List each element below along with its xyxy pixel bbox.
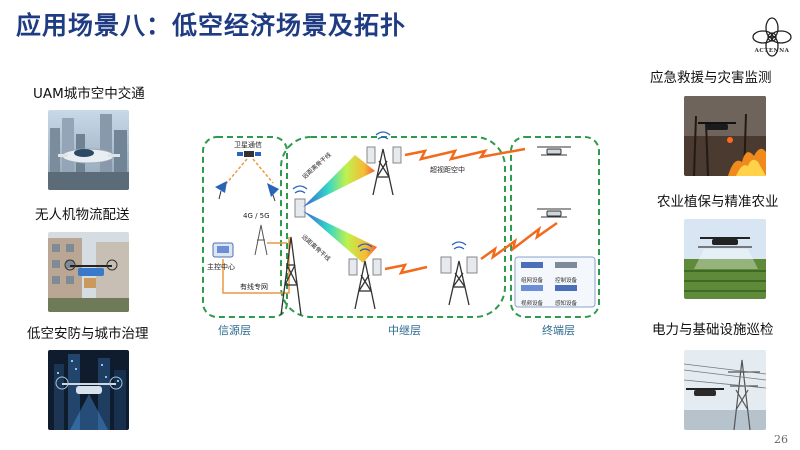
- actenna-logo-icon: [752, 17, 792, 57]
- video-device-label: 视频设备: [521, 301, 544, 307]
- satellite-dish-icon-right: [267, 183, 279, 202]
- relay-tower-left-icon: [280, 236, 302, 316]
- networking-device-label: 组网设备: [521, 278, 544, 284]
- satellite-label: 卫星通信: [234, 141, 262, 149]
- link-bolt-right: [480, 221, 558, 261]
- scenario-label-logistics: 无人机物流配送: [35, 207, 130, 223]
- control-center-label: 主控中心: [207, 263, 235, 271]
- delivery-drone-photo-icon: [48, 232, 129, 312]
- control-center-icon: [212, 242, 234, 258]
- source-layer-box: [202, 136, 288, 318]
- agri-drone-photo-icon: [684, 219, 766, 299]
- terminal-layer-label: 终端层: [542, 324, 575, 337]
- scenario-label-inspection: 电力与基础设施巡检: [652, 322, 774, 338]
- source-layer-label: 信源层: [218, 324, 251, 337]
- relay-tower-top-icon: [372, 148, 394, 196]
- satellite-dish-icon-left: [215, 181, 227, 200]
- scenario-label-emergency: 应急救援与灾害监测: [650, 70, 772, 86]
- cellular-label: 4G / 5G: [243, 212, 270, 220]
- cell-tower-icon-small: [254, 224, 268, 256]
- scenario-label-uam: UAM城市空中交通: [33, 86, 145, 102]
- device-panel: [514, 256, 596, 308]
- beam-top: [303, 155, 375, 207]
- fire-drone-photo-icon: [684, 96, 766, 176]
- relay-tower-bottom-icon: [354, 260, 376, 310]
- page-title: 应用场景八：低空经济场景及拓扑: [16, 11, 407, 40]
- drone-icon-top: [537, 146, 571, 156]
- flying-car-photo-icon: [48, 110, 129, 190]
- terminal-layer-box: [510, 136, 600, 318]
- topology-diagram: [202, 131, 600, 318]
- bvlos-label: 超视距空中: [430, 166, 465, 174]
- beam-bottom: [303, 211, 377, 263]
- wifi-icon-left: [292, 185, 308, 194]
- satellite-icon: [237, 151, 261, 157]
- relay-tower-right-icon: [448, 260, 470, 306]
- security-drone-photo-icon: [48, 350, 129, 430]
- sensing-device-label: 感知设备: [555, 301, 578, 307]
- logo-text: ACTENNA: [754, 48, 790, 54]
- drone-icon-mid: [537, 208, 571, 218]
- scenario-label-security: 低空安防与城市治理: [27, 326, 149, 342]
- scenario-label-agriculture: 农业植保与精准农业: [657, 194, 779, 210]
- page-number: 26: [774, 433, 788, 446]
- powerline-drone-photo-icon: [684, 350, 766, 430]
- relay-layer-label: 中继层: [388, 324, 421, 337]
- link-bolt-mid: [384, 263, 428, 275]
- relay-layer-box: [280, 136, 506, 318]
- link-bolt-top: [404, 147, 526, 161]
- wired-label: 有线专网: [240, 283, 268, 291]
- control-device-label: 控制设备: [555, 278, 578, 284]
